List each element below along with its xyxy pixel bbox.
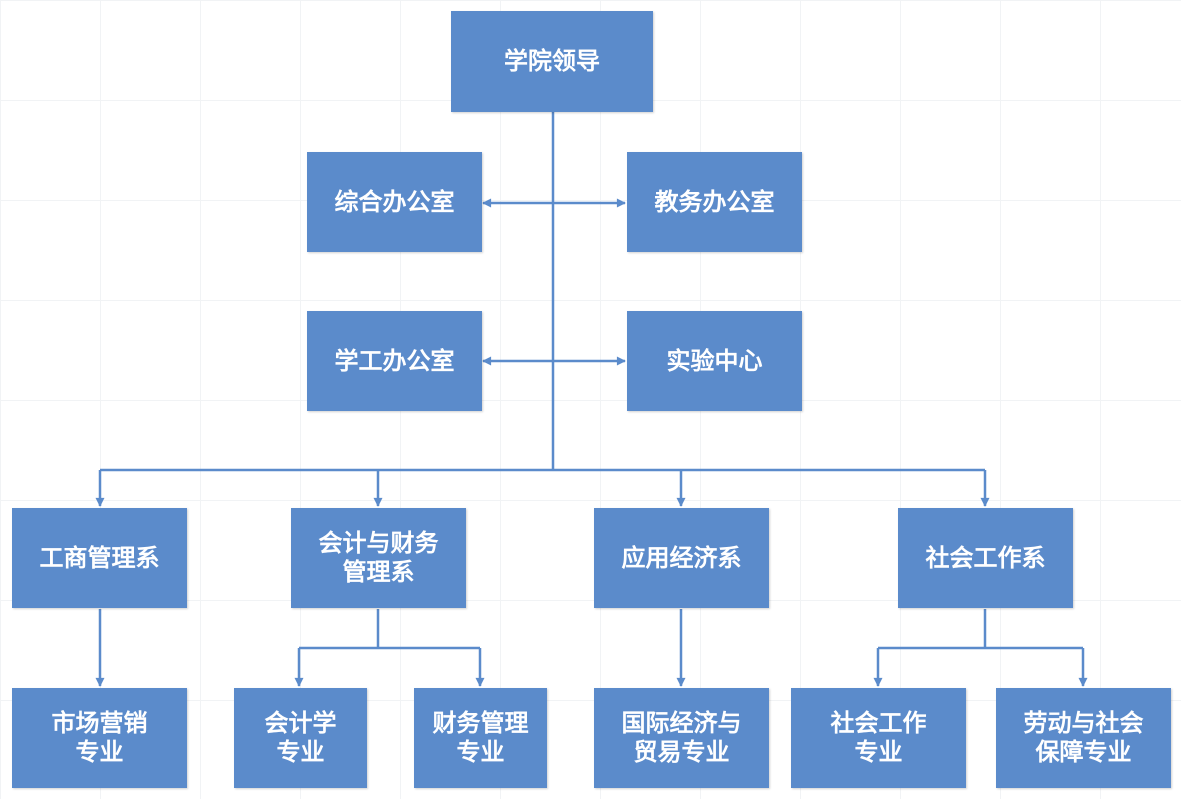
node-financial-management-major: 财务管理 专业 — [414, 688, 547, 788]
node-student-affairs-office: 学工办公室 — [307, 311, 482, 411]
node-lab-center: 实验中心 — [627, 311, 802, 411]
node-accounting-major: 会计学 专业 — [234, 688, 367, 788]
node-social-work-major: 社会工作 专业 — [791, 688, 966, 788]
node-social-work-dept: 社会工作系 — [898, 508, 1073, 608]
node-applied-economics-dept: 应用经济系 — [594, 508, 769, 608]
node-academic-affairs-office: 教务办公室 — [627, 152, 802, 252]
node-leader: 学院领导 — [451, 11, 653, 112]
node-accounting-finance-dept: 会计与财务 管理系 — [291, 508, 466, 608]
node-intl-trade-major: 国际经济与 贸易专业 — [594, 688, 769, 788]
node-business-admin-dept: 工商管理系 — [12, 508, 187, 608]
node-marketing-major: 市场营销 专业 — [12, 688, 187, 788]
node-labor-security-major: 劳动与社会 保障专业 — [996, 688, 1171, 788]
node-general-office: 综合办公室 — [307, 152, 482, 252]
